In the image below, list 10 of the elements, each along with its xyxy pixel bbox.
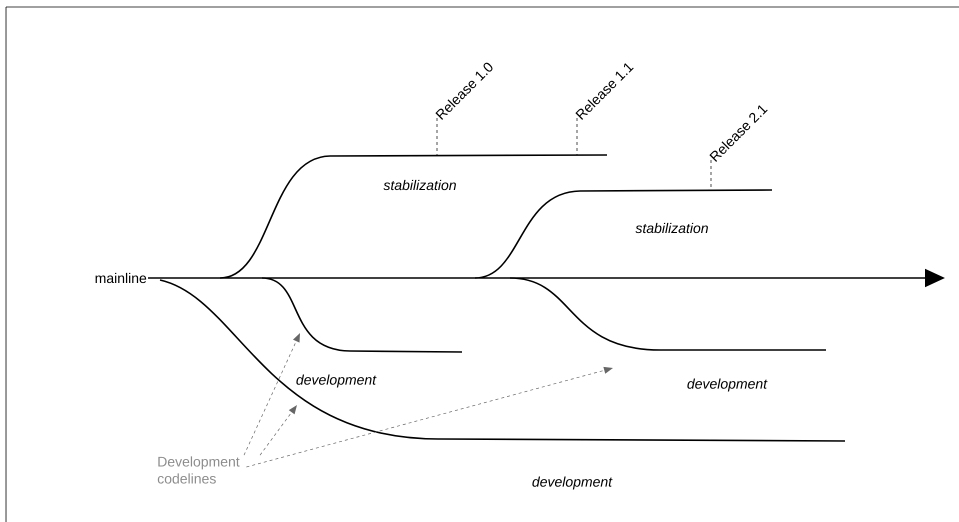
callout-text: Development codelines [158, 456, 240, 484]
codeline-label: development [296, 374, 377, 388]
codeline-label: stabilization [635, 222, 708, 234]
codeline-label: stabilization [383, 180, 456, 190]
codeline-label: development [532, 476, 613, 490]
leader-line [576, 118, 578, 156]
codeline-label: development [687, 378, 768, 392]
codeline-label: mainline [96, 272, 146, 284]
leader-line [436, 118, 438, 156]
arrow [260, 405, 297, 456]
